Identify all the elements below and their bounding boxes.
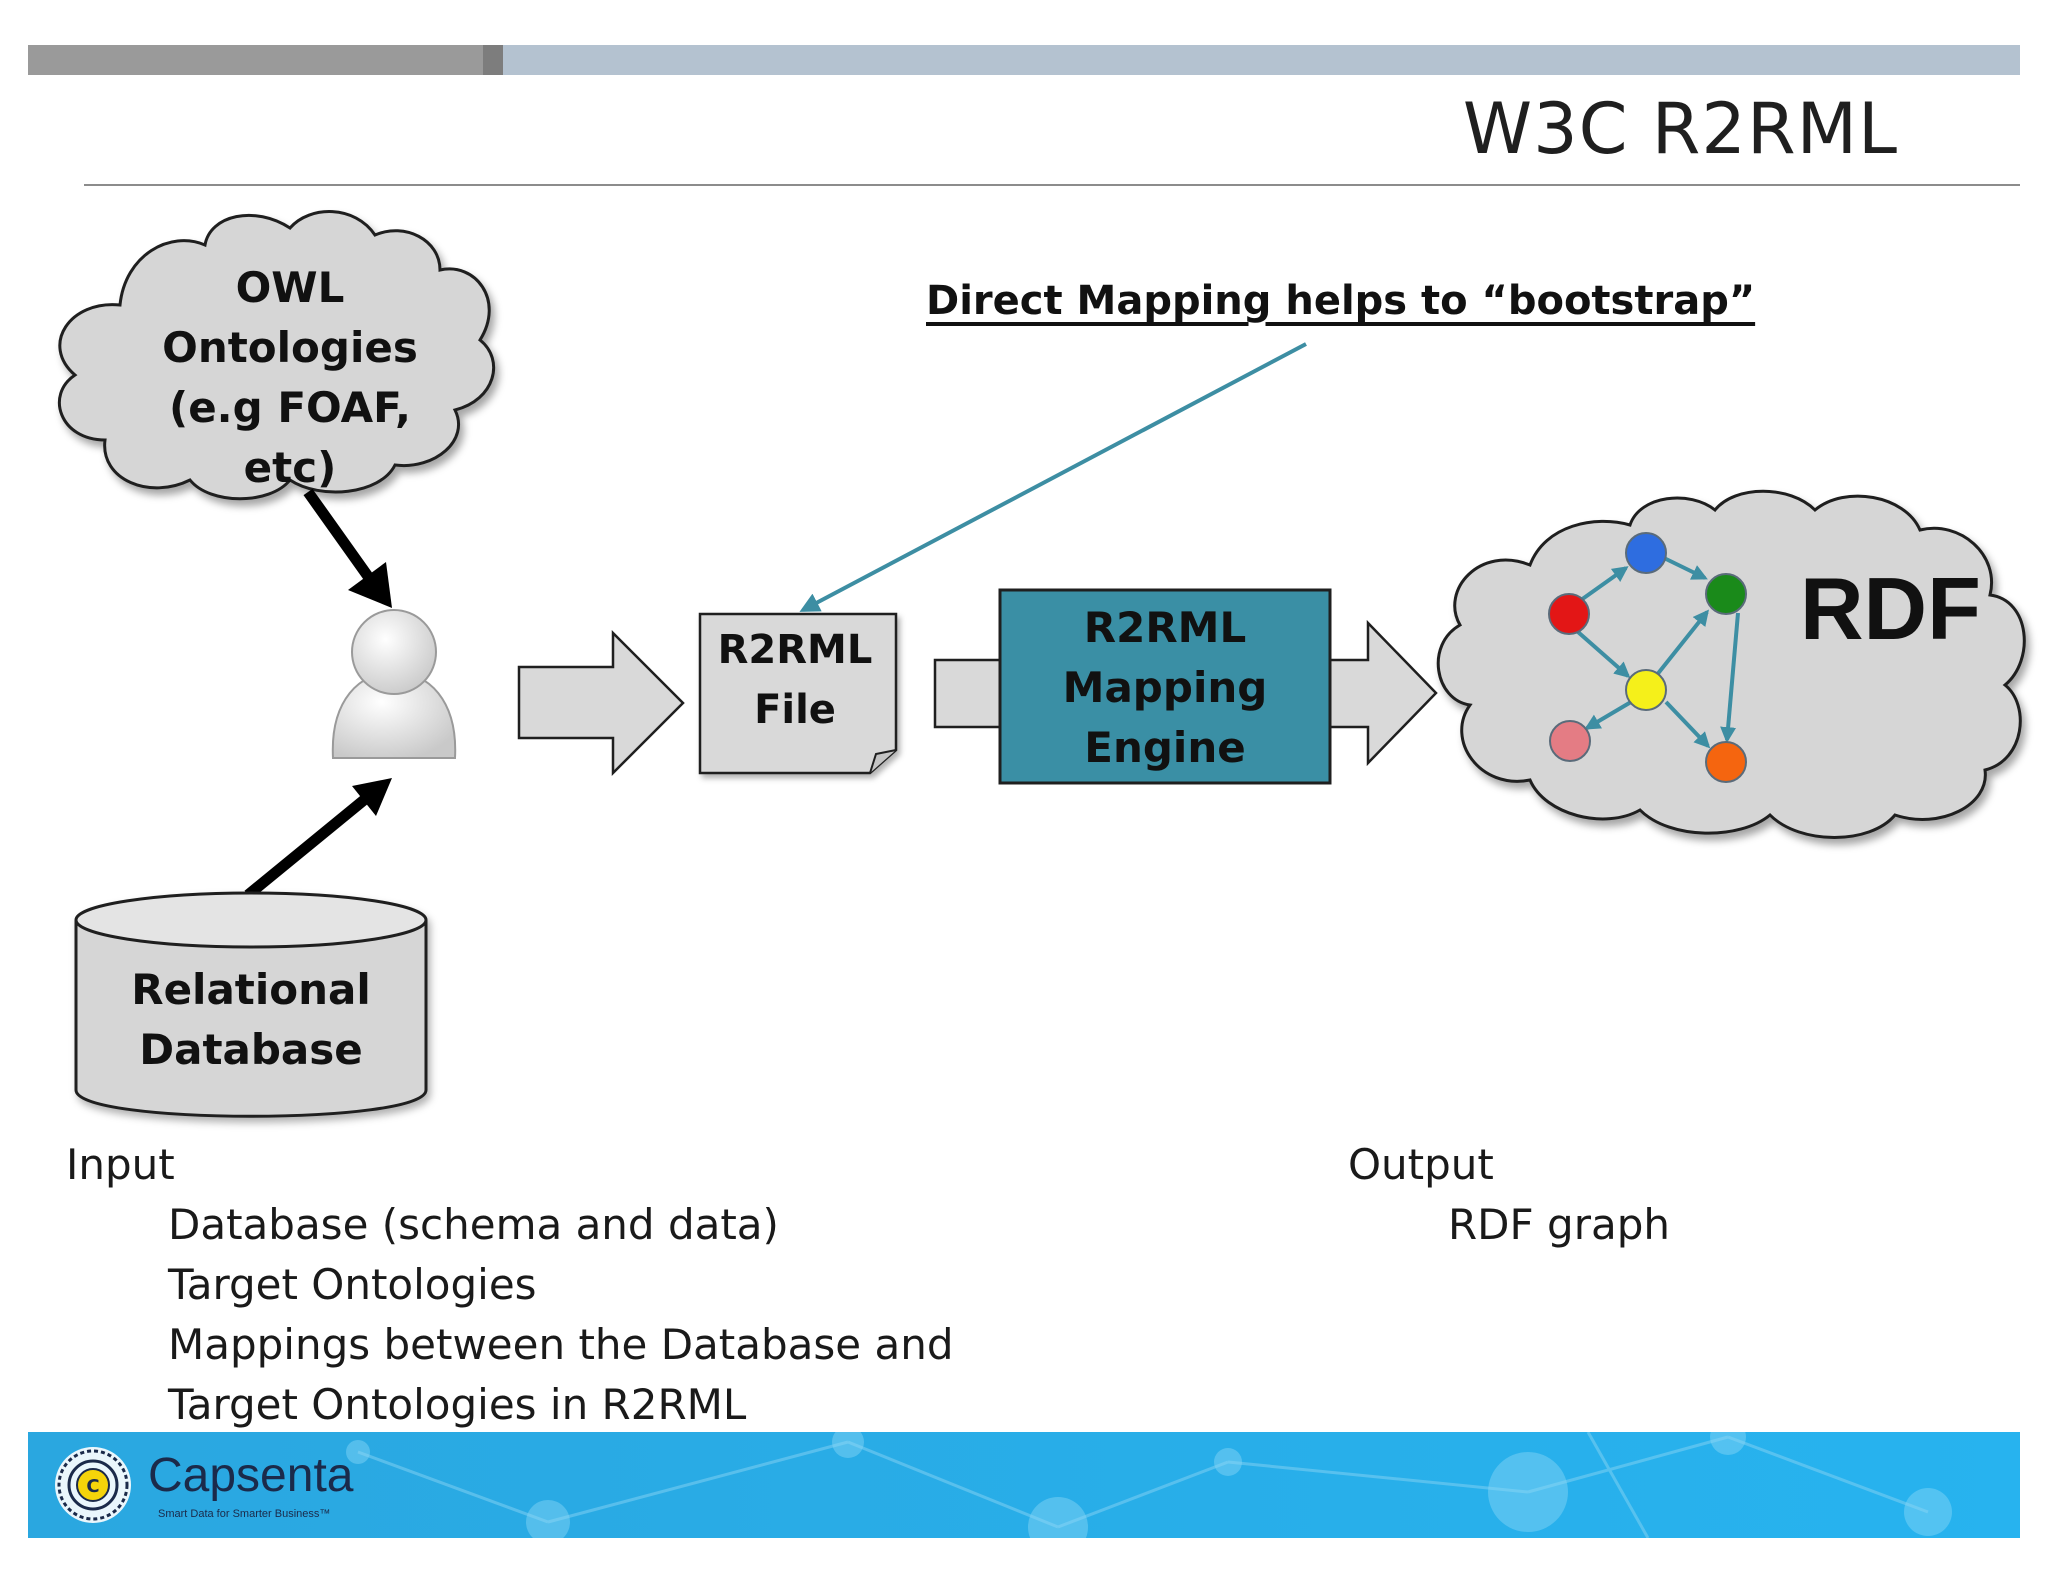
- input-item-ontologies: Target Ontologies: [168, 1260, 537, 1309]
- engine-line-3: Engine: [1084, 723, 1246, 772]
- capsenta-brand-name: Capsenta: [148, 1449, 354, 1502]
- graph-node-orange: [1705, 741, 1747, 783]
- bootstrap-annotation: Direct Mapping helps to “bootstrap”: [926, 278, 1756, 324]
- graph-node-yellow: [1625, 669, 1667, 711]
- mapping-engine-box: [998, 588, 1332, 785]
- engine-line-1: R2RML: [1083, 603, 1247, 652]
- input-heading: Input: [66, 1140, 175, 1189]
- header-bar-light: [503, 45, 2020, 75]
- rdf-label: RDF: [1800, 559, 1981, 658]
- file-line-2: File: [754, 687, 836, 733]
- ontology-line-2: Ontologies: [162, 323, 418, 372]
- input-item-mappings-cont: Target Ontologies in R2RML: [168, 1380, 747, 1429]
- file-line-1: R2RML: [717, 627, 873, 673]
- r2rml-file-document: [698, 612, 898, 775]
- footer-banner: [28, 1432, 2020, 1538]
- database-line-2: Database: [139, 1025, 363, 1074]
- header-bar-dark: [28, 45, 483, 75]
- graph-node-red: [1548, 593, 1590, 635]
- rdf-cloud: [1436, 489, 2026, 839]
- graph-node-pink: [1549, 720, 1591, 762]
- rdf-graph-edges: [1576, 556, 1740, 749]
- ontology-to-user-arrow: [303, 488, 392, 608]
- engine-line-2: Mapping: [1062, 663, 1268, 712]
- graph-node-green: [1705, 573, 1747, 615]
- svg-text:C: C: [86, 1476, 99, 1497]
- database-label: Relational Database: [76, 960, 426, 1080]
- output-heading: Output: [1348, 1140, 1494, 1189]
- title-divider: [84, 184, 2020, 186]
- input-item-database: Database (schema and data): [168, 1200, 779, 1249]
- ontology-line-3: (e.g FOAF, etc): [169, 383, 411, 492]
- ontology-line-1: OWL: [235, 263, 345, 312]
- mapping-engine-label: R2RML Mapping Engine: [1000, 598, 1330, 778]
- header-bar-accent: [483, 45, 503, 75]
- ontology-cloud: [57, 210, 496, 501]
- capsenta-logo-icon: C: [55, 1447, 131, 1523]
- user-avatar-icon: [331, 609, 457, 759]
- relational-database: [74, 891, 428, 1118]
- graph-node-blue: [1625, 532, 1667, 574]
- database-line-1: Relational: [131, 965, 371, 1014]
- database-to-user-arrow: [244, 778, 392, 900]
- ontology-cloud-label: OWL Ontologies (e.g FOAF, etc): [120, 258, 460, 498]
- bootstrap-arrow: [799, 342, 1307, 612]
- footer-network-decoration: [28, 1432, 2020, 1538]
- output-item-rdf-graph: RDF graph: [1448, 1200, 1670, 1249]
- flow-arrow-to-file: [517, 629, 685, 777]
- r2rml-file-label: R2RML File: [700, 620, 890, 740]
- input-item-mappings: Mappings between the Database and: [168, 1320, 954, 1369]
- capsenta-tagline: Smart Data for Smarter Business™: [158, 1508, 331, 1520]
- slide-title: W3C R2RML: [1462, 88, 1898, 170]
